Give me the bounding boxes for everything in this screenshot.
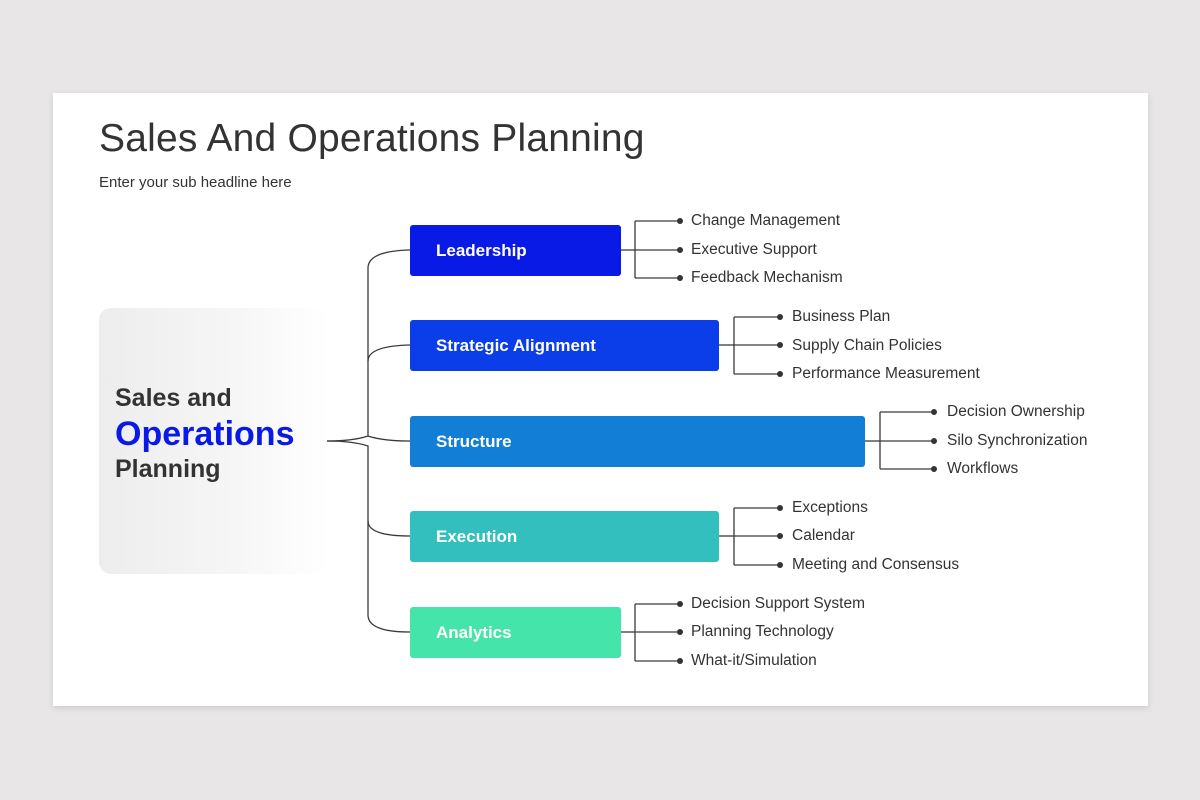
leaf-item: Executive Support xyxy=(691,241,817,258)
branch-structure: Structure xyxy=(410,416,865,467)
branch-label: Analytics xyxy=(436,622,512,642)
branch-execution: Execution xyxy=(410,511,719,562)
slide-title: Sales And Operations Planning xyxy=(99,117,645,160)
branch-leadership: Leadership xyxy=(410,225,621,276)
leaf-item: Change Management xyxy=(691,212,841,229)
center-node-text: Sales and Operations Planning xyxy=(115,386,294,482)
slide: Sales And Operations Planning Enter your… xyxy=(53,93,1148,706)
slide-subtitle: Enter your sub headline here xyxy=(99,174,292,191)
branch-label: Execution xyxy=(436,526,518,546)
leaf-item: Supply Chain Policies xyxy=(792,337,942,354)
leaf-item: Workflows xyxy=(947,460,1019,477)
leaf-item: Exceptions xyxy=(792,499,868,516)
branch-label: Strategic Alignment xyxy=(436,335,596,355)
center-node-line1: Sales and xyxy=(115,384,232,412)
center-node-line2: Operations xyxy=(115,415,295,453)
leaf-item: Business Plan xyxy=(792,308,891,325)
center-node-line3: Planning xyxy=(115,455,221,483)
leaf-item: Performance Measurement xyxy=(792,365,980,382)
leaf-item: Feedback Mechanism xyxy=(691,269,843,286)
leaf-item: Decision Ownership xyxy=(947,403,1085,420)
leaf-item: Silo Synchronization xyxy=(947,432,1088,449)
branch-label: Structure xyxy=(436,431,512,451)
leaf-item: Decision Support System xyxy=(691,595,866,612)
leaf-item: What-it/Simulation xyxy=(691,652,817,669)
center-node-card: Sales and Operations Planning xyxy=(99,308,329,574)
branch-analytics: Analytics xyxy=(410,607,621,658)
leaf-item: Meeting and Consensus xyxy=(792,556,960,573)
leaf-item: Calendar xyxy=(792,527,855,544)
branch-label: Leadership xyxy=(436,240,527,260)
leaf-item: Planning Technology xyxy=(691,623,834,640)
branch-strategic-alignment: Strategic Alignment xyxy=(410,320,719,371)
